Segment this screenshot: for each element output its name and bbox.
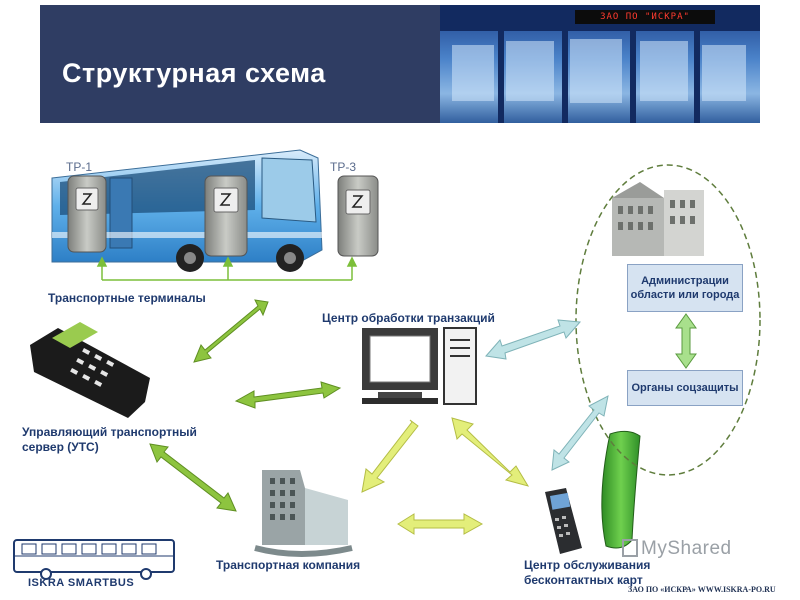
administration-box: Администрации области или города [627, 264, 743, 312]
processing-center-label: Центр обработки транзакций [322, 311, 495, 325]
arrow-company-cardservice [397, 513, 484, 535]
terminal-tr1 [67, 175, 107, 253]
watermark: MyShared [622, 538, 732, 560]
arrow-processing-government [485, 319, 582, 360]
bus-illustration [51, 149, 323, 272]
arrow-server-company [149, 443, 237, 512]
terminals-label: Транспортные терминалы [48, 291, 206, 305]
arrow-processing-company [361, 419, 419, 493]
arrow-processing-cardservice [451, 417, 530, 487]
social-protection-box: Органы соцзащиты [627, 370, 743, 406]
government-group-outline [575, 164, 761, 476]
arrow-cardservice-government [551, 395, 609, 471]
terminal-tr2 [204, 175, 248, 257]
arrow-terminals-server [193, 299, 269, 363]
header-photo-bus-interior [440, 5, 760, 123]
contactless-card-panel-icon [601, 430, 641, 549]
terminal-label-tr3: ТР-3 [330, 160, 357, 174]
terminal-label-tr1: ТР-1 [66, 160, 93, 174]
iskra-smartbus-logo [13, 539, 175, 580]
computer-icon [362, 327, 477, 405]
terminal-network-line [96, 256, 358, 281]
arrow-admin-social [675, 313, 697, 369]
server-label: Управляющий транспортный сервер (УТС) [22, 425, 197, 454]
led-display: ЗАО ПО "ИСКРА" [575, 10, 715, 24]
myshared-icon [622, 539, 638, 557]
server-device-icon [30, 322, 150, 418]
transport-company-building-icon [254, 470, 353, 557]
administration-building-icon [612, 182, 704, 256]
transport-company-label: Транспортная компания [216, 558, 361, 572]
footer-site: ЗАО ПО «ИСКРА» WWW.ISKRA-PO.RU [628, 585, 776, 594]
pos-terminal-icon [545, 488, 582, 554]
page-title: Структурная схема [62, 58, 326, 88]
terminal-tr3 [337, 175, 379, 257]
logo-text: ISKRA SMARTBUS [28, 577, 135, 589]
card-service-label: Центр обслуживания бесконтактных карт [524, 558, 651, 587]
watermark-text: MyShared [641, 538, 732, 559]
arrow-server-processing [234, 381, 342, 409]
